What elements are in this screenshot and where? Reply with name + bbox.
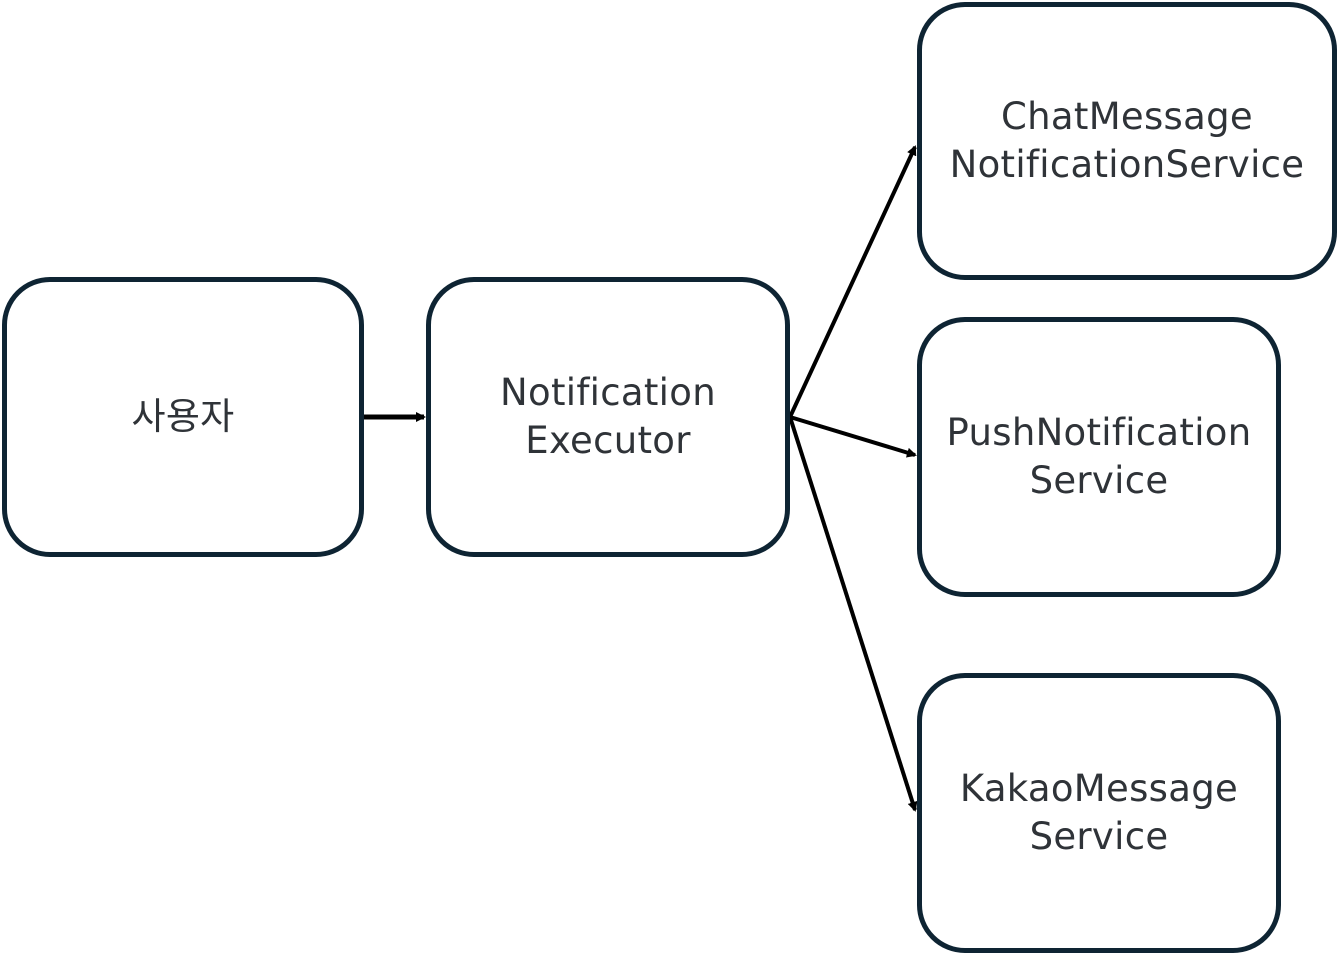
edge-executor-to-push (789, 415, 917, 458)
node-kakao-message-service: KakaoMessage Service (917, 673, 1281, 953)
node-chat-message-notification-service-label: ChatMessage NotificationService (949, 95, 1305, 186)
node-user-label: 사용자 (131, 395, 235, 438)
node-notification-executor-label: Notification Executor (500, 371, 716, 462)
edge-executor-to-chat (788, 145, 917, 418)
node-push-notification-service-label: PushNotification Service (946, 411, 1252, 502)
node-user: 사용자 (2, 277, 364, 557)
node-notification-executor: Notification Executor (426, 277, 790, 557)
node-kakao-message-service-label: KakaoMessage Service (959, 767, 1239, 858)
edge-executor-to-kakao (788, 416, 918, 812)
node-chat-message-notification-service: ChatMessage NotificationService (917, 2, 1337, 280)
node-push-notification-service: PushNotification Service (917, 317, 1281, 597)
